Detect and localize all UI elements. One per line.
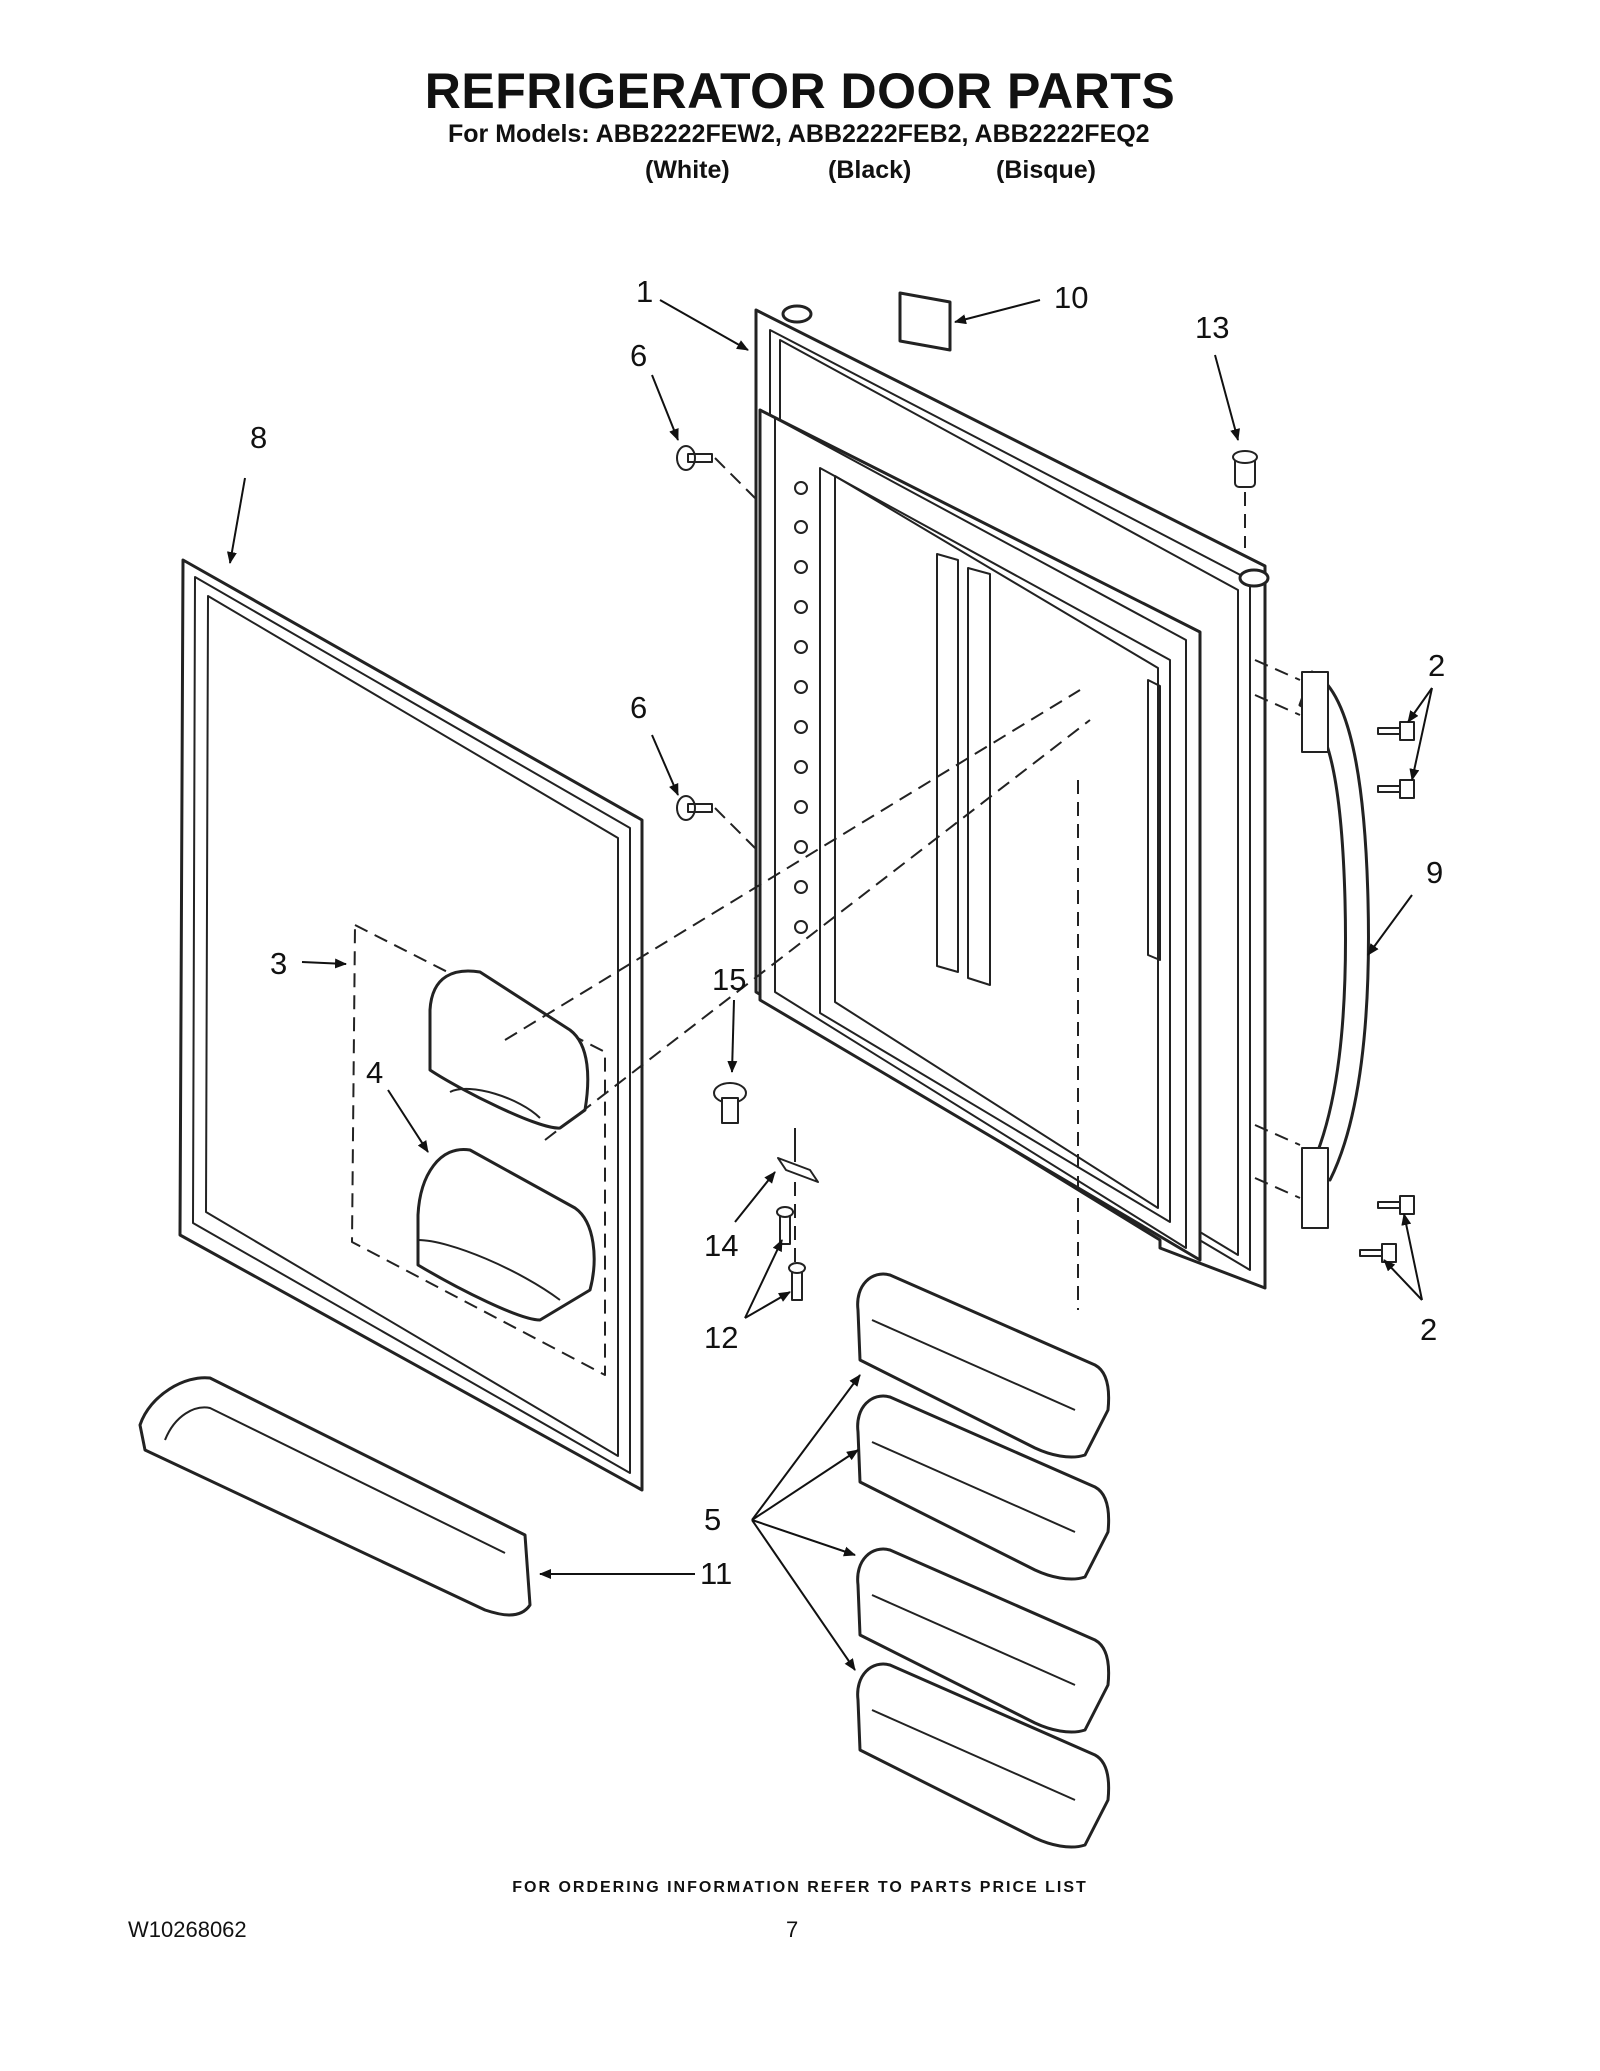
clip-15: [713, 1082, 747, 1124]
variant-black: (Black): [828, 156, 912, 184]
page-number: 7: [786, 1917, 799, 1942]
callout-6-lower: 6: [630, 690, 647, 725]
handle-screws: [1359, 721, 1415, 1263]
callout-14: 14: [704, 1228, 738, 1263]
callout-5: 5: [704, 1502, 721, 1537]
door-handle: [1298, 670, 1370, 1229]
models-line: For Models: ABB2222FEW2, ABB2222FEB2, AB…: [448, 120, 1150, 148]
callout-6-upper: 6: [630, 338, 647, 373]
ordering-note: FOR ORDERING INFORMATION REFER TO PARTS …: [512, 1879, 1088, 1896]
callout-1: 1: [636, 274, 653, 309]
leader-arrows: [226, 299, 1433, 1671]
door-outer-panel: [178, 558, 644, 1492]
variant-bisque: (Bisque): [996, 156, 1096, 184]
callout-3: 3: [270, 946, 287, 981]
variant-white: (White): [645, 156, 730, 184]
callout-9: 9: [1426, 855, 1443, 890]
hinge-plug: [1232, 450, 1258, 488]
door-bin-4: [856, 1662, 1111, 1849]
callout-11: 11: [700, 1556, 732, 1591]
screw-6-upper: [676, 445, 713, 471]
door-bins-5: [856, 1272, 1111, 1849]
door-bin-3: [856, 1547, 1111, 1734]
screw-6-lower: [676, 795, 713, 821]
page-title: REFRIGERATOR DOOR PARTS: [424, 63, 1176, 119]
callout-10: 10: [1054, 280, 1088, 315]
callout-2-lower: 2: [1420, 1312, 1437, 1347]
dispenser-upper-cover: [428, 969, 590, 1130]
label-part: [898, 291, 952, 352]
lower-bin-11: [138, 1376, 532, 1617]
callout-15: 15: [712, 962, 746, 997]
callout-2-upper: 2: [1428, 648, 1445, 683]
callout-12: 12: [704, 1320, 738, 1355]
callout-8: 8: [250, 420, 267, 455]
screws-12: [776, 1206, 806, 1301]
document-number: W10268062: [128, 1917, 247, 1942]
callout-13: 13: [1195, 310, 1229, 345]
callout-4: 4: [366, 1055, 383, 1090]
bracket-14: [777, 1128, 819, 1183]
door-liner-frame: [754, 304, 1270, 1290]
dispenser-tray: [416, 1147, 596, 1322]
door-bin-2: [856, 1394, 1111, 1581]
assembly-guide-lines: [504, 457, 1301, 1310]
door-bin-1: [856, 1272, 1111, 1459]
